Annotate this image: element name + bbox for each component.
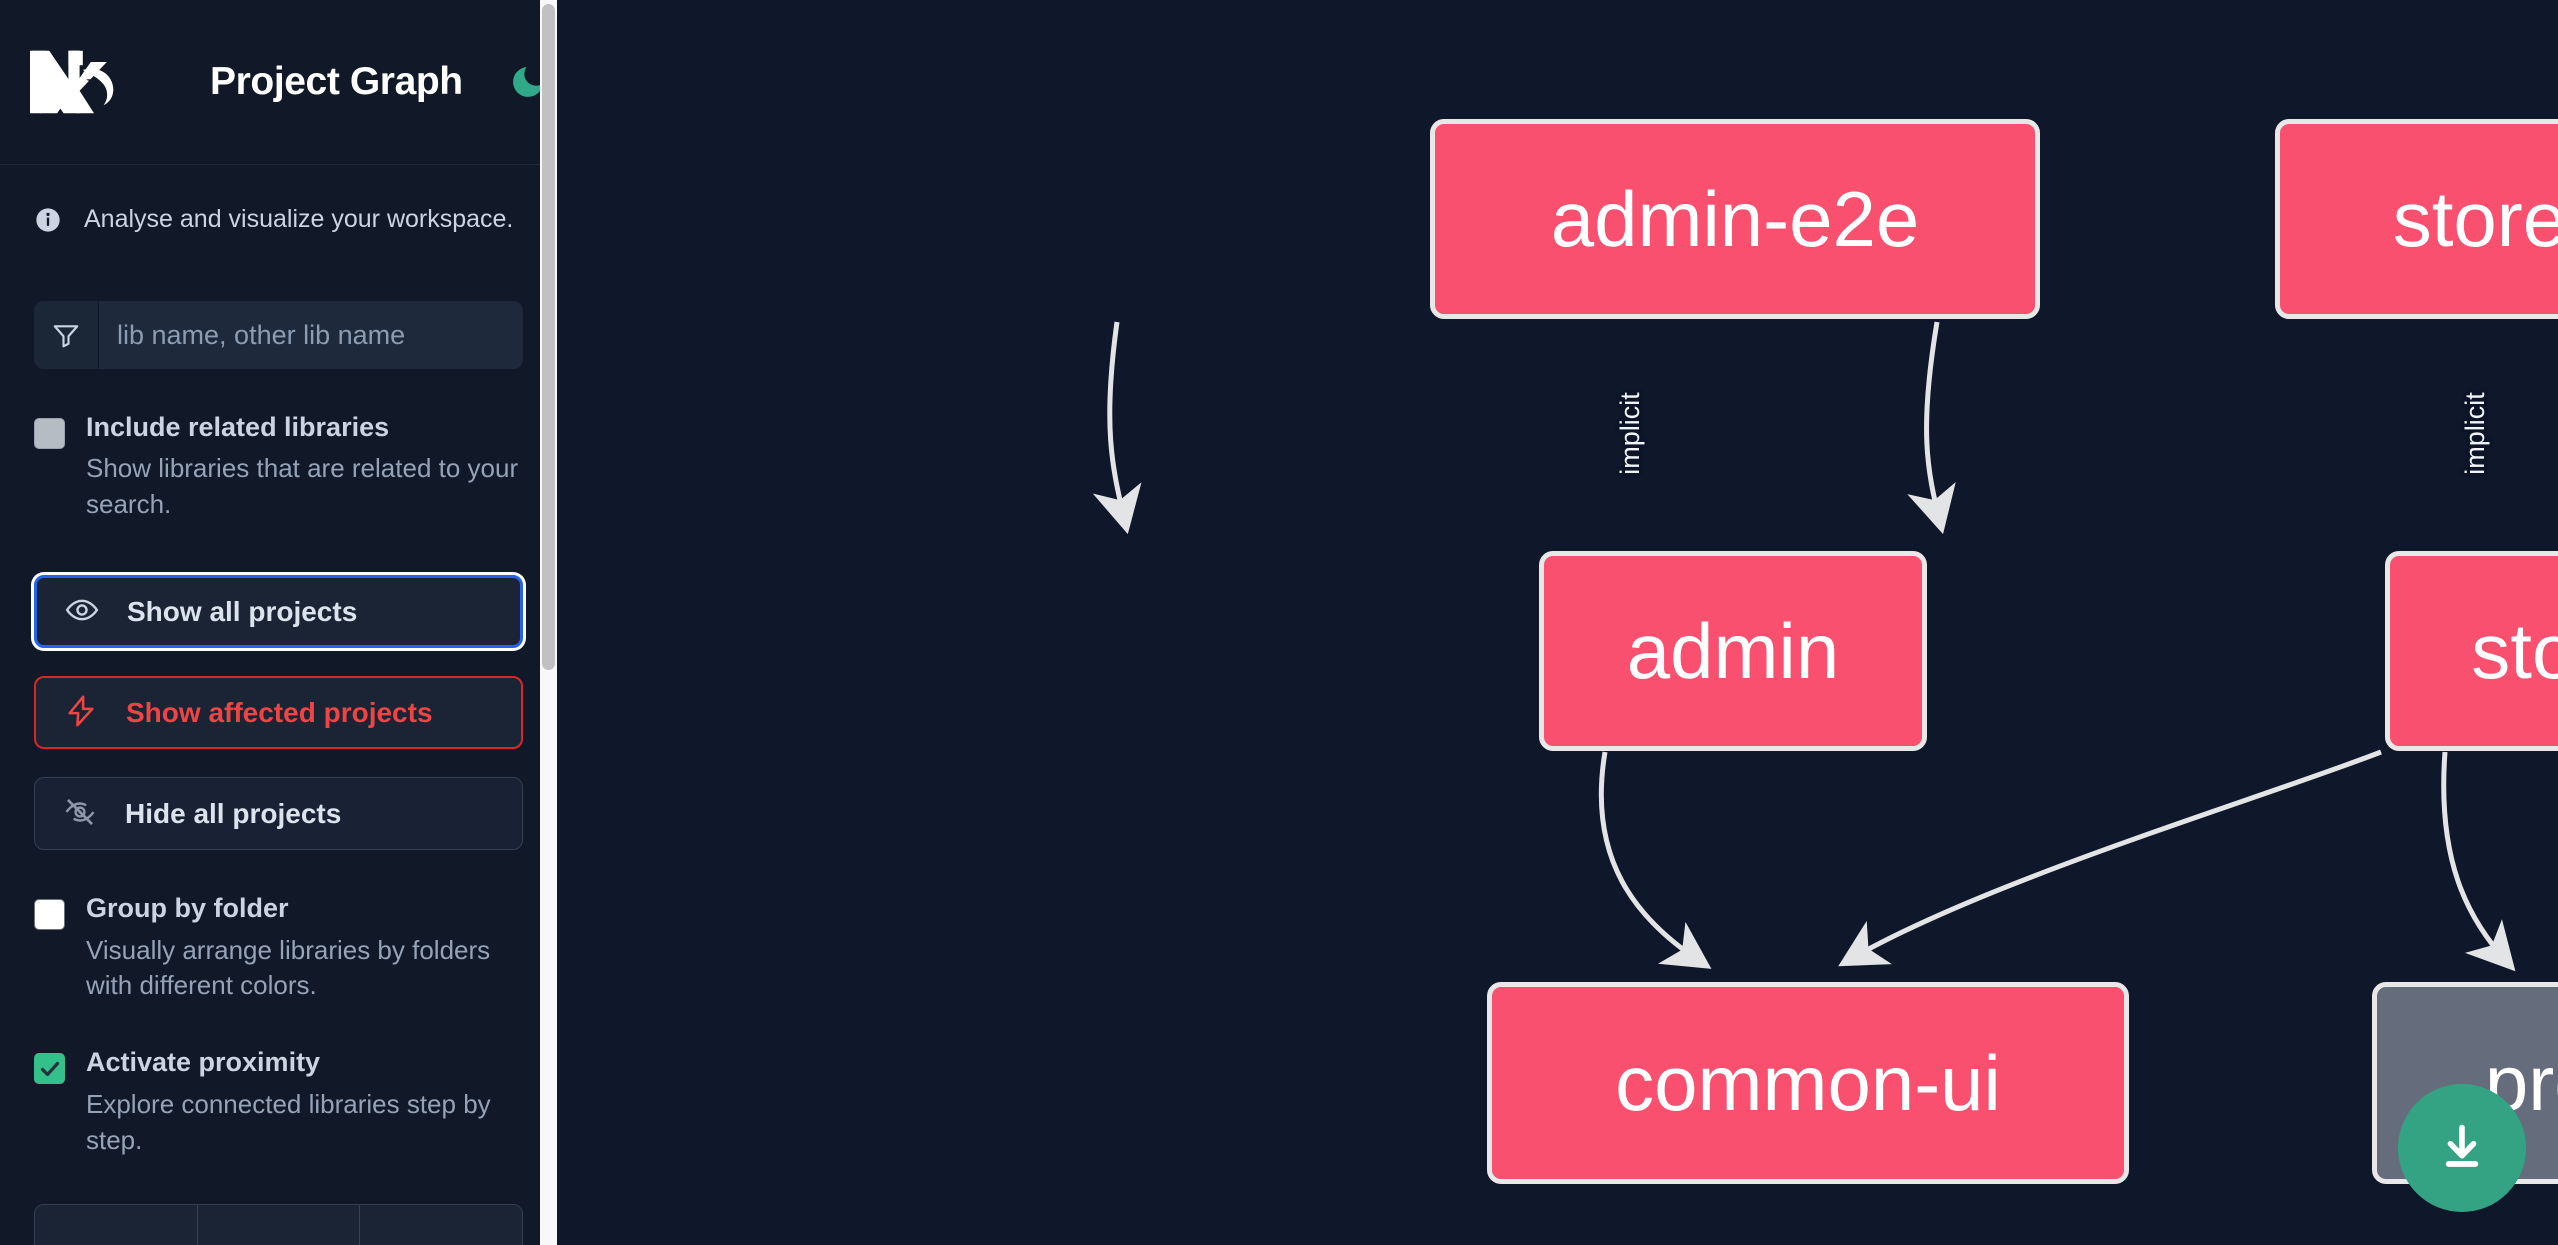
checkbox-label: Group by folder bbox=[86, 893, 289, 924]
edge-store-common-ui bbox=[1838, 749, 2382, 967]
analyse-banner: Analyse and visualize your workspace. bbox=[34, 165, 523, 239]
graph-node-admin-e2e[interactable]: admin-e2e bbox=[1430, 119, 2040, 319]
checkbox-description: Show libraries that are related to your … bbox=[86, 453, 519, 520]
nx-logo-icon bbox=[30, 49, 126, 115]
checkbox-box[interactable] bbox=[34, 418, 65, 449]
filter-field[interactable] bbox=[34, 301, 523, 369]
checkbox-include-related-libraries[interactable]: Include related libraries Show libraries… bbox=[34, 411, 523, 523]
graph-edges bbox=[1092, 321, 2516, 972]
node-label: common-ui bbox=[1615, 1039, 2001, 1127]
checkbox-group-by-folder[interactable]: Group by folder Visually arrange librari… bbox=[34, 892, 523, 1004]
checkbox-label: Include related libraries bbox=[86, 412, 390, 442]
eye-icon bbox=[65, 593, 99, 630]
node-label: store-e2e bbox=[2392, 175, 2558, 263]
checkbox-box[interactable] bbox=[34, 899, 65, 931]
edge-admin-common-ui bbox=[1598, 751, 1712, 969]
sidebar-scrollbar-thumb[interactable] bbox=[542, 4, 555, 670]
graph-node-admin[interactable]: admin bbox=[1539, 551, 1927, 751]
node-label: admin-e2e bbox=[1550, 175, 1920, 263]
button-label: Show affected projects bbox=[126, 696, 433, 728]
sidebar-scrollbar[interactable] bbox=[540, 0, 557, 1245]
eye-off-icon bbox=[63, 795, 97, 832]
edge-admin-e2e-admin bbox=[1092, 321, 1142, 535]
hide-all-projects-button[interactable]: Hide all projects bbox=[34, 777, 523, 851]
edge-label-store-e2e-store: implicit bbox=[2459, 392, 2490, 475]
proximity-step-decrease[interactable] bbox=[35, 1205, 198, 1245]
proximity-step-value[interactable] bbox=[197, 1205, 361, 1245]
sidebar: Project Graph Analyse and visualize your… bbox=[0, 0, 557, 1245]
project-visibility-buttons: Show all projects Show affected projects bbox=[34, 575, 523, 851]
graph-node-store[interactable]: store bbox=[2385, 551, 2558, 751]
checkbox-description: Explore connected libraries step by step… bbox=[86, 1088, 491, 1155]
lightning-icon bbox=[64, 694, 98, 731]
graph-canvas[interactable]: admin-e2e store-e2e admin store common-u… bbox=[557, 0, 2558, 1245]
search-input[interactable] bbox=[99, 301, 523, 369]
sidebar-header: Project Graph bbox=[0, 0, 557, 165]
checkmark-icon bbox=[40, 1061, 59, 1076]
page-title: Project Graph bbox=[210, 60, 463, 103]
funnel-icon bbox=[34, 301, 99, 369]
show-affected-projects-button[interactable]: Show affected projects bbox=[34, 676, 523, 750]
button-label: Hide all projects bbox=[125, 797, 342, 829]
moon-icon[interactable] bbox=[505, 59, 551, 105]
analyse-text: Analyse and visualize your workspace. bbox=[84, 205, 514, 233]
show-all-projects-button[interactable]: Show all projects bbox=[34, 575, 523, 649]
graph-node-store-e2e[interactable]: store-e2e bbox=[2275, 119, 2558, 319]
button-label: Show all projects bbox=[127, 595, 358, 627]
node-label: store bbox=[2471, 607, 2558, 695]
checkbox-activate-proximity[interactable]: Activate proximity Explore connected lib… bbox=[34, 1046, 523, 1158]
checkbox-label: Activate proximity bbox=[86, 1047, 321, 1078]
checkbox-box[interactable] bbox=[34, 1053, 65, 1085]
sidebar-body: Analyse and visualize your workspace. In… bbox=[0, 165, 557, 1245]
edge-store-e2e-store bbox=[1907, 321, 1956, 535]
graph-node-common-ui[interactable]: common-ui bbox=[1487, 982, 2129, 1184]
download-icon bbox=[2445, 1124, 2479, 1167]
download-image-button[interactable] bbox=[2398, 1084, 2526, 1212]
proximity-step-controls[interactable] bbox=[34, 1204, 523, 1245]
info-icon bbox=[34, 206, 62, 239]
edge-label-admin-e2e-admin: implicit bbox=[1614, 392, 1645, 475]
proximity-step-increase[interactable] bbox=[360, 1205, 522, 1245]
edge-store-products bbox=[2441, 751, 2516, 972]
checkbox-description: Visually arrange libraries by folders wi… bbox=[86, 934, 491, 1001]
node-label: admin bbox=[1626, 607, 1840, 695]
